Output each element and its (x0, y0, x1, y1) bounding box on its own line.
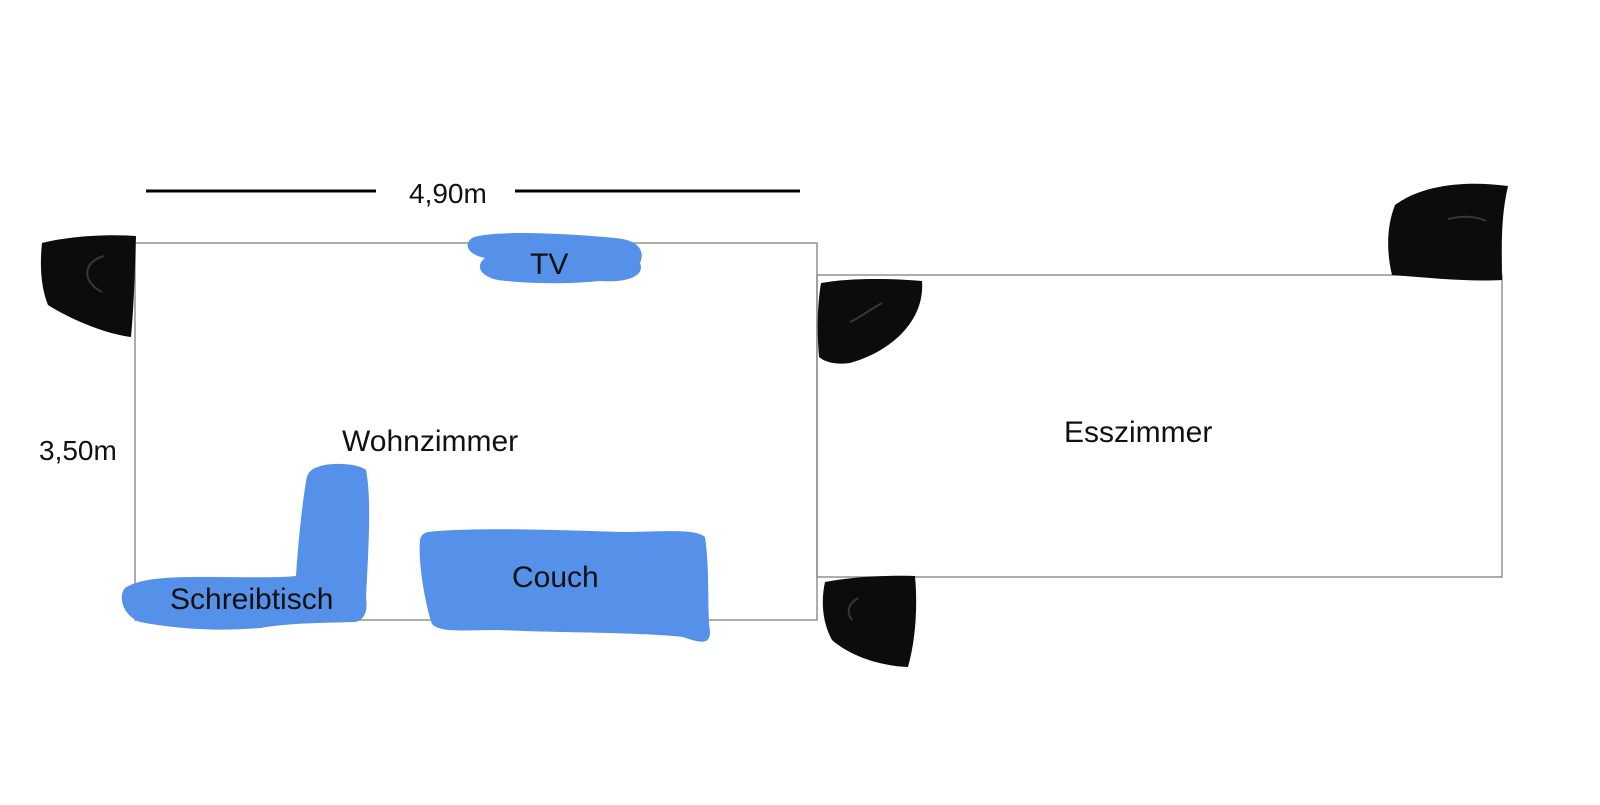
desk-label: Schreibtisch (170, 583, 334, 616)
speaker-icon (817, 278, 923, 364)
width-dimension-label: 4,90m (409, 178, 487, 209)
couch-block (419, 529, 710, 642)
tv-label: TV (530, 248, 569, 281)
speaker-icon (40, 235, 137, 337)
speaker-icon (1388, 183, 1508, 281)
dining-room-outline (816, 274, 1503, 578)
living-room-label: Wohnzimmer (342, 425, 519, 458)
desk-block (121, 463, 370, 630)
dining-room-label: Esszimmer (1064, 416, 1213, 449)
tv-block (467, 233, 642, 284)
height-dimension-label: 3,50m (39, 435, 117, 466)
speaker-icon (822, 575, 917, 667)
couch-label: Couch (512, 561, 599, 594)
